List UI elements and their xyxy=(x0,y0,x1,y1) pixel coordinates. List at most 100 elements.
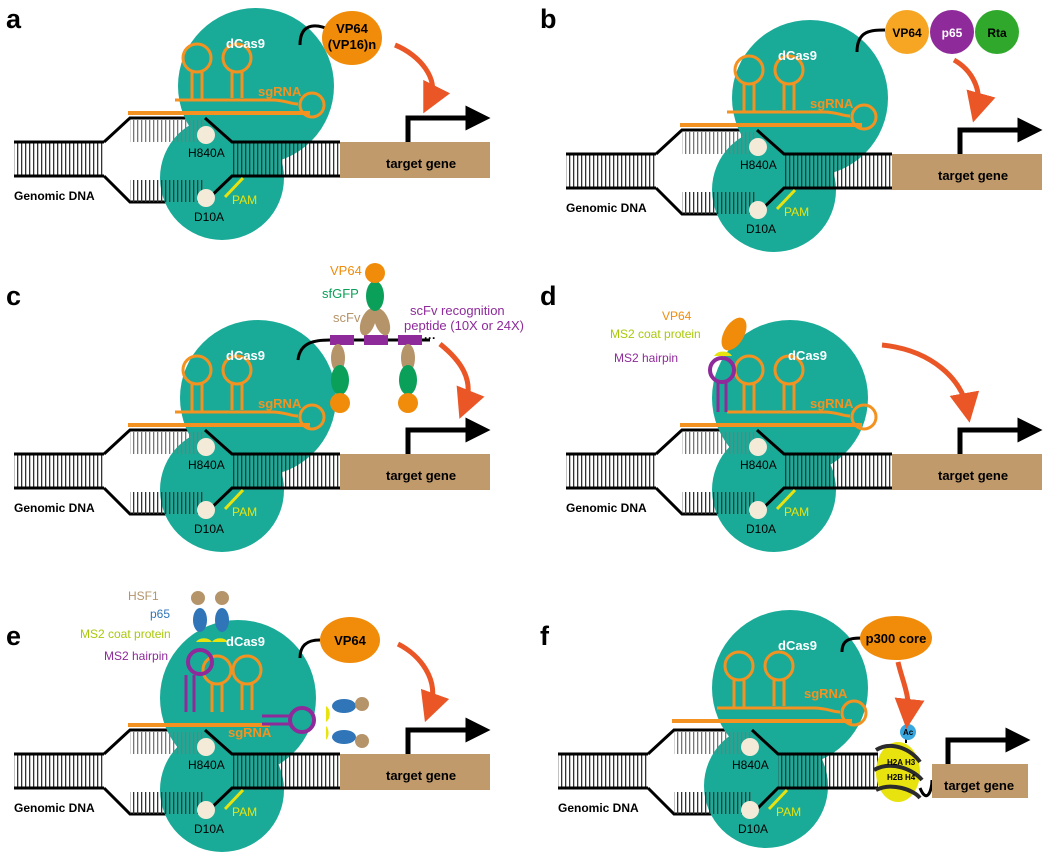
effector-label-vp16n: (VP16)n xyxy=(328,37,376,52)
pam-mark xyxy=(223,176,245,199)
pam-label: PAM xyxy=(784,505,809,519)
peptide-label-2: peptide (10X or 24X) xyxy=(404,318,524,333)
peptide-3 xyxy=(398,335,422,345)
target-gene-label: target gene xyxy=(938,168,1008,183)
h840a-label: H840A xyxy=(732,758,769,772)
d10a-site xyxy=(749,501,767,519)
genomic-dna-label: Genomic DNA xyxy=(566,201,647,215)
d10a-label: D10A xyxy=(194,210,224,224)
d10a-site xyxy=(749,201,767,219)
sfgfp-label: sfGFP xyxy=(322,286,359,301)
h840a-site xyxy=(197,126,215,144)
h2b-label: H2B xyxy=(887,773,903,782)
panel-b: b VP64 p65 Rta dCas9 sgRNA H840 xyxy=(540,4,1043,252)
ms2-hairpin-label: MS2 hairpin xyxy=(614,351,678,365)
h840a-site xyxy=(749,438,767,456)
activation-arrow xyxy=(394,42,451,114)
dcas9-label: dCas9 xyxy=(788,348,827,363)
d10a-site xyxy=(741,801,759,819)
sgrna-label: sgRNA xyxy=(228,725,272,740)
ms2-coat-label: MS2 coat protein xyxy=(80,627,171,641)
h840a-site xyxy=(197,438,215,456)
sgrna-label: sgRNA xyxy=(804,686,848,701)
promoter-arrow xyxy=(405,717,491,754)
vp64-label: VP64 xyxy=(330,263,362,278)
effector-p300 xyxy=(860,616,932,660)
d10a-site xyxy=(197,189,215,207)
ms2-coat-protein xyxy=(714,351,732,356)
activation-arrow xyxy=(438,342,485,419)
peptide-label-1: scFv recognition xyxy=(410,303,505,318)
pam-mark xyxy=(767,788,789,811)
ms2-hairpin-1 xyxy=(186,648,214,676)
h840a-site xyxy=(741,738,759,756)
effector-label-p65: p65 xyxy=(942,26,963,40)
panel-c: c ··· xyxy=(6,263,524,552)
d10a-label: D10A xyxy=(738,822,768,836)
effector-rta xyxy=(975,10,1019,54)
panel-letter-c: c xyxy=(6,281,21,311)
hsf1-label: HSF1 xyxy=(128,589,159,603)
panel-letter-a: a xyxy=(6,4,22,34)
acetylation-arrow xyxy=(894,661,925,729)
target-gene-box xyxy=(892,154,1042,190)
target-gene-box xyxy=(932,764,1028,798)
scfv-label: scFv xyxy=(333,310,361,325)
panel-f: f H2A H3 H2B H4 Ac xyxy=(540,610,1031,848)
activation-arrow xyxy=(952,57,996,123)
ms2-hairpin-2 xyxy=(288,706,316,734)
d10a-label: D10A xyxy=(746,222,776,236)
effector-vp64 xyxy=(320,617,380,663)
target-gene-box xyxy=(340,454,490,490)
promoter-arrow xyxy=(957,117,1043,154)
d10a-site xyxy=(197,501,215,519)
target-gene-label: target gene xyxy=(386,156,456,171)
h840a-label: H840A xyxy=(740,158,777,172)
panel-letter-d: d xyxy=(540,281,557,311)
target-gene-box xyxy=(340,754,490,790)
vp64 xyxy=(721,317,747,351)
d10a-label: D10A xyxy=(194,522,224,536)
dcas9-label: dCas9 xyxy=(778,638,817,653)
target-gene-label: target gene xyxy=(938,468,1008,483)
d10a-label: D10A xyxy=(746,522,776,536)
effector-label-p300: p300 core xyxy=(866,631,927,646)
h840a-site xyxy=(197,738,215,756)
panel-a: a xyxy=(6,4,491,240)
d10a-label: D10A xyxy=(194,822,224,836)
h840a-label: H840A xyxy=(188,146,225,160)
p65-label: p65 xyxy=(150,607,170,621)
target-gene-box xyxy=(892,454,1042,490)
h840a-site xyxy=(749,138,767,156)
h4-label: H4 xyxy=(905,773,916,782)
vp64-label: VP64 xyxy=(662,309,692,323)
activation-arrow xyxy=(396,641,450,723)
ac-label: Ac xyxy=(903,728,914,737)
ms2-coat-label: MS2 coat protein xyxy=(610,327,701,341)
dcas9-label: dCas9 xyxy=(226,36,265,51)
d10a-site xyxy=(197,801,215,819)
panel-e: e xyxy=(6,589,491,852)
genomic-dna-label: Genomic DNA xyxy=(558,801,639,815)
pam-label: PAM xyxy=(776,805,801,819)
effector-label-rta: Rta xyxy=(987,26,1007,40)
activation-arrow xyxy=(881,342,980,423)
dcas9-label: dCas9 xyxy=(226,348,265,363)
svg-text:···: ··· xyxy=(424,331,436,345)
panel-letter-f: f xyxy=(540,621,550,651)
pam-label: PAM xyxy=(232,193,257,207)
pam-mark xyxy=(223,488,245,511)
peptide-1 xyxy=(330,335,354,345)
promoter-arrow xyxy=(945,727,1031,764)
sfgfp xyxy=(366,281,384,311)
target-gene-label: target gene xyxy=(386,768,456,783)
sgrna-label: sgRNA xyxy=(258,84,302,99)
h840a-label: H840A xyxy=(740,458,777,472)
effector-label-vp64: VP64 xyxy=(892,26,922,40)
h2a-label: H2A xyxy=(887,758,903,767)
sgrna-label: sgRNA xyxy=(810,96,854,111)
dcas9-label: dCas9 xyxy=(778,48,817,63)
promoter-arrow xyxy=(405,417,491,454)
promoter-arrow xyxy=(405,105,491,142)
pam-label: PAM xyxy=(232,805,257,819)
